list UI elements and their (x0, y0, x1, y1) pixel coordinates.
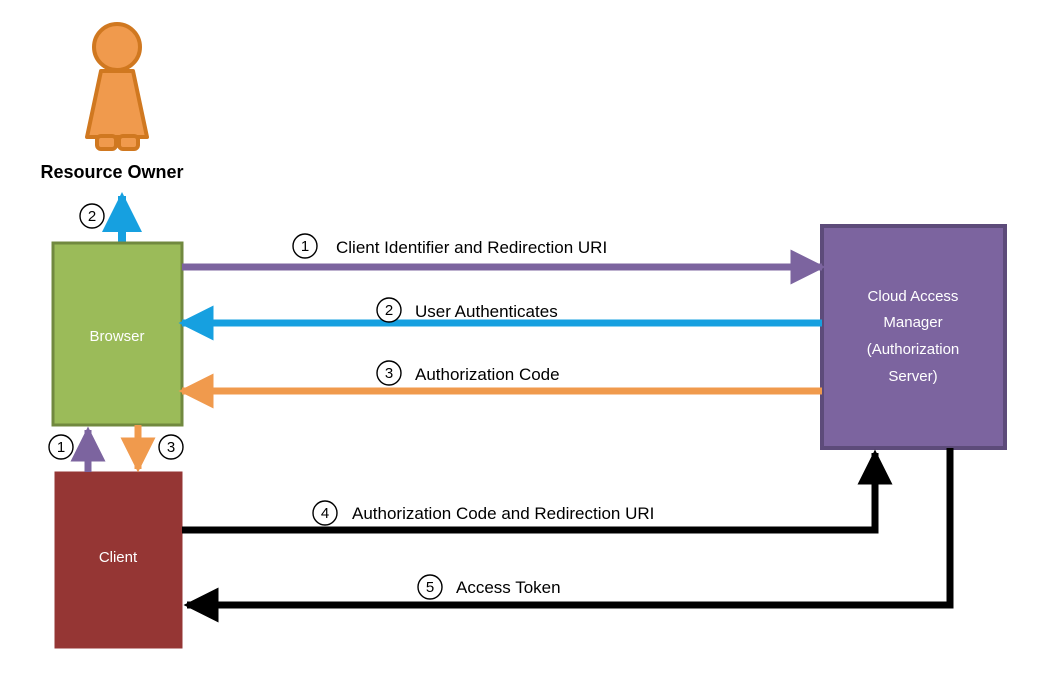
svg-text:1: 1 (57, 439, 65, 456)
person-icon (85, 22, 149, 151)
node-auth-server-label-line3: (Authorization (867, 341, 960, 358)
node-browser-label: Browser (89, 328, 144, 345)
flow-label-3: Authorization Code (415, 365, 560, 384)
node-auth-server-label-line1: Cloud Access (868, 288, 959, 305)
node-authorization-server[interactable]: Cloud Access Manager (Authorization Serv… (820, 224, 1007, 450)
step-badge-3-vertical: 3 (158, 434, 184, 460)
step-badge-4: 4 (312, 500, 338, 526)
svg-text:2: 2 (88, 208, 96, 225)
node-auth-server-label-line4: Server) (888, 368, 937, 385)
svg-text:3: 3 (385, 365, 393, 382)
node-client[interactable]: Client (54, 471, 183, 649)
flow-label-5: Access Token (456, 578, 561, 597)
svg-text:5: 5 (426, 579, 434, 596)
flow-label-1: Client Identifier and Redirection URI (336, 238, 607, 257)
flow-label-2: User Authenticates (415, 302, 558, 321)
resource-owner-label: Resource Owner (40, 162, 183, 182)
flow-label-4: Authorization Code and Redirection URI (352, 504, 654, 523)
step-badge-5: 5 (417, 574, 443, 600)
step-badge-1: 1 (292, 233, 318, 259)
step-badge-3: 3 (376, 360, 402, 386)
svg-text:2: 2 (385, 302, 393, 319)
step-badge-2-vertical: 2 (79, 203, 105, 229)
arrow-flow-4 (182, 449, 893, 534)
node-browser[interactable]: Browser (51, 241, 184, 427)
node-auth-server-label-line2: Manager (883, 314, 942, 331)
svg-text:3: 3 (167, 439, 175, 456)
step-badge-1-vertical: 1 (48, 434, 74, 460)
node-client-label: Client (99, 549, 138, 566)
arrow-flow-5 (183, 448, 954, 623)
svg-text:1: 1 (301, 238, 309, 255)
svg-text:4: 4 (321, 505, 329, 522)
step-badge-2: 2 (376, 297, 402, 323)
